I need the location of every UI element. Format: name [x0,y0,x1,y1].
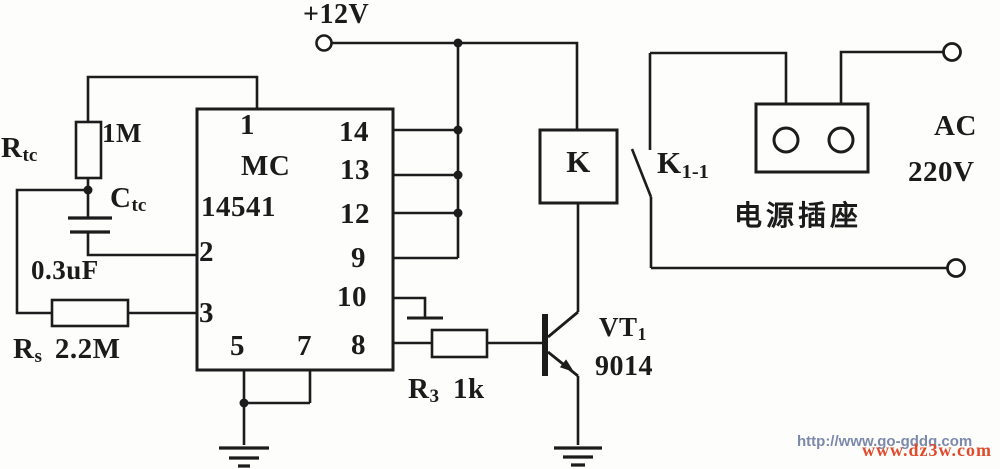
ic-pin-3: 3 [199,297,214,329]
ground-ic [219,446,269,468]
ctc-value: 0.3uF [31,255,99,285]
relay-label: K [566,144,591,179]
vt1-label: VT1 [599,312,647,344]
ic-pin-5: 5 [230,330,245,362]
r3-label: R3 1k [408,373,485,408]
watermark-site: www.dz3w.com [862,440,992,460]
ic-pin-10: 10 [337,281,367,313]
terminal-ac-bottom [946,258,966,278]
rs-symbol: R [13,333,35,365]
rs-label: Rs 2.2M [13,333,121,368]
power-socket [754,102,870,174]
relay-box [538,128,619,205]
transistor-vt1 [542,310,579,378]
terminal-ac-top [942,42,962,62]
vt1-symbol: VT [599,312,638,342]
vt1-model: 9014 [595,351,653,382]
capacitor-ctc [68,216,112,234]
watermark-link: http://www.go-gddq.com [797,433,973,450]
r3-sub: 3 [429,386,440,408]
ctc-sub: tc [131,195,147,217]
ic-pin-12: 12 [340,198,370,230]
rtc-value: 1M [102,118,142,148]
ic-pin-13: 13 [340,154,370,186]
ctc-label: Ctc [110,182,147,217]
switch-blade [630,148,653,198]
contact-symbol: K [657,145,682,180]
ic-pin-9: 9 [351,242,366,274]
ic-pin-14: 14 [339,116,369,148]
supply-label: +12V [303,0,370,30]
ic-name-line1: MC [241,150,291,182]
rtc-label: Rtc [1,132,38,167]
ic-pin-8: 8 [351,329,366,361]
terminal-12v [315,34,333,52]
ac-label-line2: 220V [908,156,975,188]
ic-name-line2: 14541 [201,191,276,223]
ic-pin-7: 7 [297,330,312,362]
resistor-rtc [74,120,103,180]
ground-emitter [554,446,602,467]
junction-dots [83,38,463,408]
contact-sub: 1-1 [681,160,709,183]
ic-body [195,107,395,372]
ac-label-line1: AC [934,110,977,142]
rs-value: 2.2M [54,333,121,365]
r3-symbol: R [408,373,430,405]
ctc-symbol: C [110,182,132,214]
contact-label: K1-1 [657,145,709,182]
r3-value: 1k [453,373,485,405]
socket-label: 电源插座 [734,201,863,232]
rtc-sub: tc [22,145,38,167]
resistor-rs [50,298,130,328]
rs-sub: s [34,346,42,368]
vt1-sub: 1 [637,323,647,344]
wires [15,41,947,445]
ic-pin-1: 1 [240,109,255,141]
rtc-symbol: R [1,132,23,164]
resistor-r3 [430,328,489,359]
ic-pin-2: 2 [199,236,214,268]
